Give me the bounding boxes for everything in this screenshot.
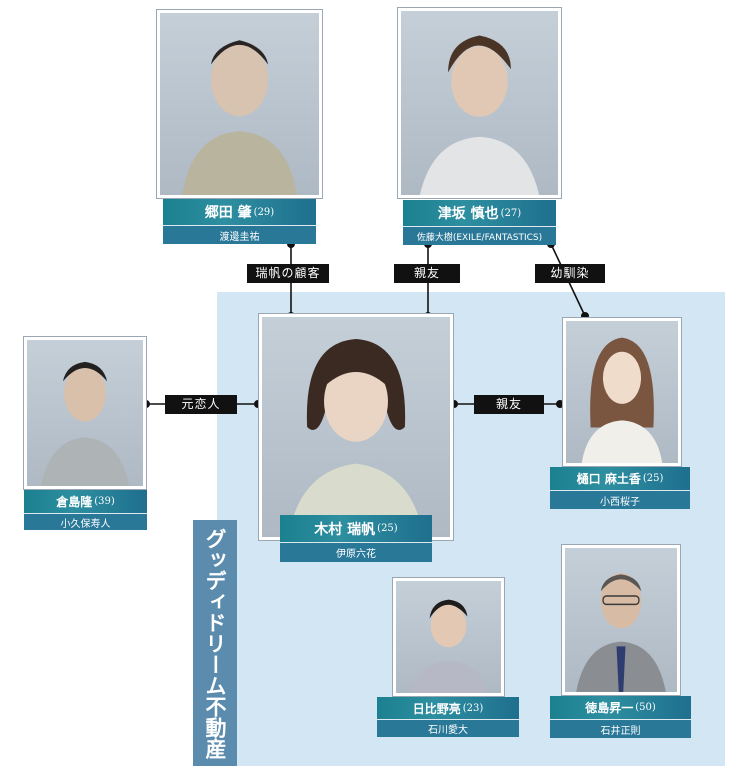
character-age: (25) <box>377 523 398 534</box>
character-card-tokushima: 徳島昇一(50) 石井正則 <box>550 544 691 738</box>
portrait-photo-icon <box>561 544 681 696</box>
name-plate: 日比野亮(23) <box>377 697 519 719</box>
portrait-photo-icon <box>562 317 682 467</box>
actor-plate: 石井正則 <box>550 719 691 738</box>
portrait-photo-icon <box>258 313 454 541</box>
character-name: 徳島昇一 <box>585 701 634 715</box>
character-card-higuchi: 樋口 麻土香(25) 小西桜子 <box>550 317 690 510</box>
relation-label-friend-tsusaka: 親友 <box>394 264 460 283</box>
character-age: (50) <box>635 702 656 713</box>
portrait-photo-icon <box>392 577 505 697</box>
character-card-tsusaka: 津坂 慎也(27) 佐藤大樹(EXILE/FANTASTICS) <box>397 7 562 245</box>
portrait-photo-icon <box>156 9 323 199</box>
portrait-photo-icon <box>397 7 562 199</box>
actor-plate: 小久保寿人 <box>24 513 147 530</box>
actor-plate: 石川愛大 <box>377 719 519 737</box>
name-plate: 木村 瑞帆(25) <box>280 515 432 542</box>
name-plate: 徳島昇一(50) <box>550 696 691 719</box>
name-plate: 倉島隆(39) <box>24 490 147 513</box>
character-name: 津坂 慎也 <box>437 206 499 222</box>
actor-plate: 渡邊圭祐 <box>163 225 316 244</box>
character-name: 日比野亮 <box>412 701 461 716</box>
character-age: (23) <box>462 702 484 714</box>
relation-label-friend-higuchi: 親友 <box>474 395 544 414</box>
name-plate: 郷田 肇(29) <box>163 199 316 225</box>
actor-plate: 佐藤大樹(EXILE/FANTASTICS) <box>403 226 556 245</box>
relation-label-ex: 元恋人 <box>165 395 237 414</box>
relation-label-client: 瑞帆の顧客 <box>247 264 329 283</box>
character-card-gota: 郷田 肇(29) 渡邊圭祐 <box>156 9 323 244</box>
company-label: グッディドリーム不動産 <box>193 520 237 766</box>
name-plate: 樋口 麻土香(25) <box>550 467 690 490</box>
character-age: (39) <box>94 496 115 507</box>
character-card-kurashima: 倉島隆(39) 小久保寿人 <box>23 336 147 530</box>
character-age: (27) <box>500 207 522 219</box>
actor-plate: 伊原六花 <box>280 542 432 562</box>
character-name: 郷田 肇 <box>204 205 252 221</box>
character-age: (25) <box>642 473 664 484</box>
character-card-kimura: 木村 瑞帆(25) 伊原六花 <box>258 313 454 562</box>
character-card-hibino: 日比野亮(23) 石川愛大 <box>377 577 519 737</box>
actor-plate: 小西桜子 <box>550 490 690 509</box>
name-plate: 津坂 慎也(27) <box>403 200 556 226</box>
portrait-photo-icon <box>23 336 147 490</box>
character-name: 倉島隆 <box>56 495 93 509</box>
character-age: (29) <box>253 206 275 218</box>
character-name: 樋口 麻土香 <box>576 472 641 486</box>
relation-label-childhood: 幼馴染 <box>535 264 605 283</box>
character-name: 木村 瑞帆 <box>314 521 376 538</box>
